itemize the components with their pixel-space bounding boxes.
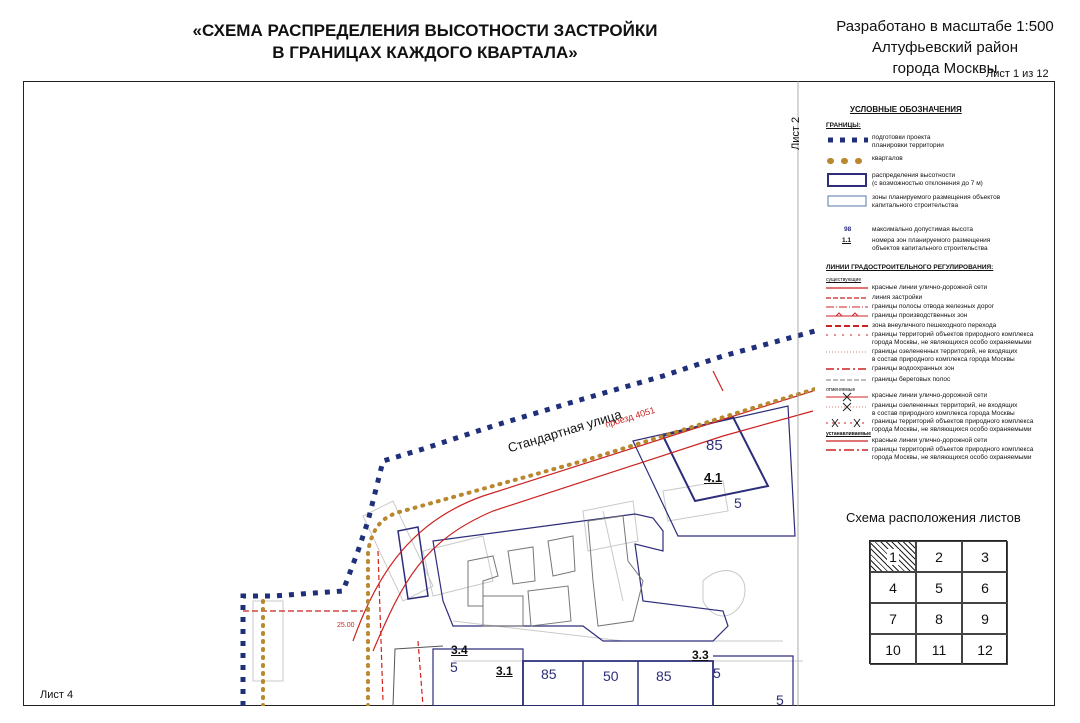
header-info: Разработано в масштабе 1:500 Алтуфьевски… xyxy=(820,16,1070,79)
zone-3-3 xyxy=(713,655,794,706)
zone-3-3-id: 3.3 xyxy=(692,648,709,662)
established-red-icon xyxy=(826,440,868,442)
sheet-cell-4[interactable]: 4 xyxy=(870,572,916,603)
zone-3-4-id: 3.4 xyxy=(451,643,468,657)
sheet-cell-9[interactable]: 9 xyxy=(962,603,1008,634)
red-line-icon xyxy=(826,287,868,289)
legend-cancelled-head: отменяемые xyxy=(826,387,856,393)
sheet-cell-3[interactable]: 3 xyxy=(962,541,1008,572)
building-line-icon xyxy=(826,297,868,299)
zone-3-1-id: 3.1 xyxy=(496,664,513,678)
industrial-line-icon xyxy=(826,312,868,317)
zone-4-1-outer xyxy=(632,405,796,537)
map-title: «СХЕМА РАСПРЕДЕЛЕНИЯ ВЫСОТНОСТИ ЗАСТРОЙК… xyxy=(160,20,690,64)
sheet-cell-5[interactable]: 5 xyxy=(916,572,962,603)
district-text: Алтуфьевский район xyxy=(871,39,1019,56)
sheet-scheme-title: Схема расположения листов xyxy=(846,510,1021,525)
sheet-cell-2[interactable]: 2 xyxy=(916,541,962,572)
cancelled-nature-icon xyxy=(826,418,868,428)
legend-borders-head: ГРАНИЦЫ: xyxy=(826,122,861,129)
height-50: 50 xyxy=(603,668,619,684)
green-line-icon xyxy=(826,351,868,353)
placement-zone-icon xyxy=(827,195,867,207)
zone-4-1-height: 85 xyxy=(706,437,723,454)
title-line-1: «СХЕМА РАСПРЕДЕЛЕНИЯ ВЫСОТНОСТИ ЗАСТРОЙК… xyxy=(192,21,658,40)
scale-text: Разработано в масштабе 1:500 xyxy=(836,18,1054,35)
zone-small-left xyxy=(397,526,429,600)
height-85-b: 85 xyxy=(656,668,672,684)
city-text: города Москвы xyxy=(892,60,998,77)
road-edge xyxy=(392,645,444,706)
legend-established-head: устанавливаемые xyxy=(826,431,871,437)
sheet-cell-11[interactable]: 11 xyxy=(916,634,962,665)
cancelled-green-icon xyxy=(826,402,868,412)
legend-existing-head: существующие xyxy=(826,277,862,283)
sheet-scheme-grid: 1 2 3 4 5 6 7 8 9 10 11 12 xyxy=(869,540,1008,665)
height-5-b: 5 xyxy=(776,692,784,708)
height-85-a: 85 xyxy=(541,666,557,682)
sheet-cell-7[interactable]: 7 xyxy=(870,603,916,634)
planning-boundary-icon xyxy=(828,137,868,143)
sheet-number: Лист 1 из 12 xyxy=(986,68,1049,80)
quarter-boundary xyxy=(366,387,815,706)
zone-3-4 xyxy=(432,648,524,706)
nature-line-icon xyxy=(826,334,868,336)
cancelled-red-icon xyxy=(826,392,868,402)
residential-buildings xyxy=(467,515,644,627)
rail-line-icon xyxy=(826,306,868,308)
height-zone-icon xyxy=(827,173,867,187)
zone-4-1-id: 4.1 xyxy=(704,470,723,485)
legend-title: УСЛОВНЫЕ ОБОЗНАЧЕНИЯ xyxy=(850,105,962,114)
zone-3-4-height: 5 xyxy=(450,659,458,675)
sheet-cell-10[interactable]: 10 xyxy=(870,634,916,665)
map-canvas[interactable] xyxy=(23,81,815,706)
quarter-boundary-icon xyxy=(827,158,868,164)
title-line-2: В ГРАНИЦАХ КАЖДОГО КВАРТАЛА» xyxy=(272,43,578,62)
zone-dividers xyxy=(582,661,639,706)
pedestrian-line-icon xyxy=(826,325,868,327)
height-5-a: 5 xyxy=(713,665,721,681)
zone-3-1-row xyxy=(522,660,714,706)
sheet-cell-12[interactable]: 12 xyxy=(962,634,1008,665)
background-buildings xyxy=(252,480,803,682)
shore-line-icon xyxy=(826,379,868,381)
sheet-top-label: Лист 2 xyxy=(790,116,802,150)
water-line-icon xyxy=(826,368,868,370)
zone-outline xyxy=(432,513,729,642)
sheet-cell-6[interactable]: 6 xyxy=(962,572,1008,603)
legend-lines-head: ЛИНИИ ГРАДОСТРОИТЕЛЬНОГО РЕГУЛИРОВАНИЯ: xyxy=(826,264,994,271)
dimension-label: 25.00 xyxy=(337,622,355,629)
sheet-cell-8[interactable]: 8 xyxy=(916,603,962,634)
established-nature-icon xyxy=(826,449,868,451)
zone-4-1-height-2: 5 xyxy=(734,495,742,511)
sheet-cell-1[interactable]: 1 xyxy=(870,541,916,572)
sheet-left-label: Лист 4 xyxy=(40,689,74,701)
planning-boundary xyxy=(240,328,815,706)
